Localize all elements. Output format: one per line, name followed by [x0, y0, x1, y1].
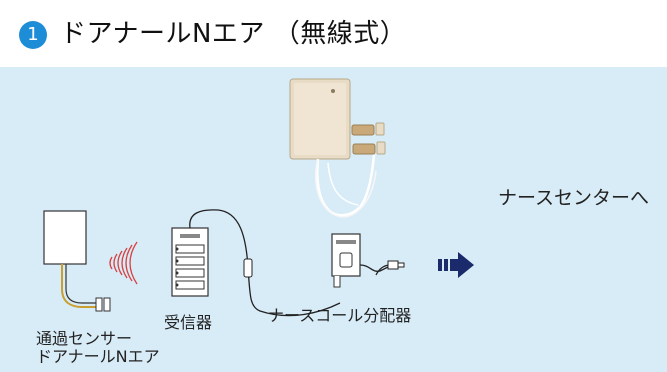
diagram-panel: ナースセンターへ 受信器 ナースコール分配器 通過センサー ドアナールNエア [0, 67, 667, 372]
header: 1 ドアナールNエア （無線式） [0, 0, 667, 67]
sensor-label-line1: 通過センサー [36, 329, 133, 348]
cable-connector [243, 258, 253, 278]
distributor-label: ナースコール分配器 [268, 306, 412, 325]
sensor-device [43, 210, 111, 312]
page-title: ドアナールNエア （無線式） [60, 19, 407, 49]
number-badge: 1 [19, 21, 47, 49]
radio-waves-icon [109, 241, 138, 285]
nurse-center-label: ナースセンターへ [498, 187, 650, 209]
diagram-graphic [43, 78, 474, 317]
distributor-device [331, 233, 405, 288]
receiver-label: 受信器 [164, 313, 213, 332]
receiver-device [171, 227, 209, 297]
sensor-label-line2: ドアナールNエア [36, 347, 160, 366]
right-arrow-icon [438, 252, 474, 278]
product-photo [289, 78, 386, 218]
connection-cable [189, 209, 341, 317]
